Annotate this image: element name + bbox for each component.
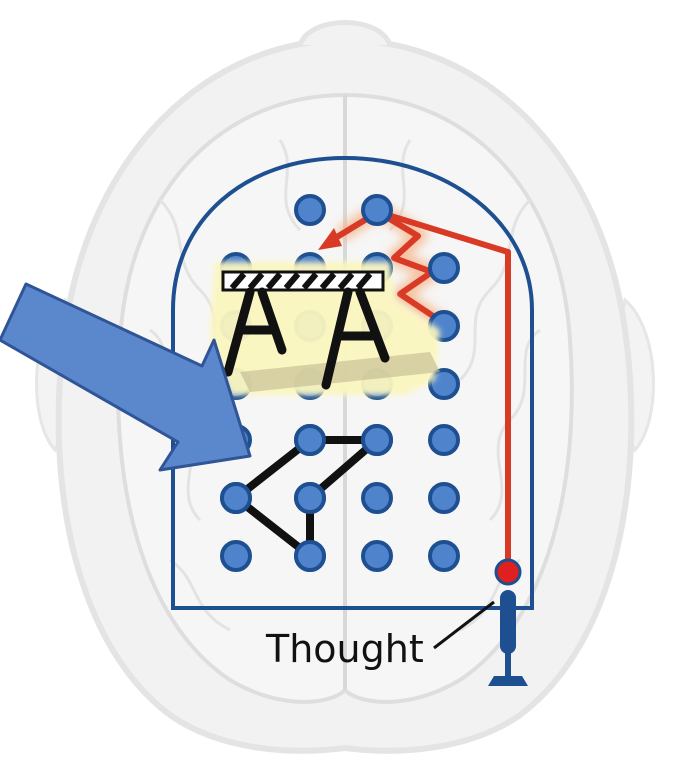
thought-label: Thought xyxy=(265,627,424,671)
peg-overlay xyxy=(220,424,393,572)
peg xyxy=(361,194,393,226)
peg xyxy=(428,368,460,400)
peg xyxy=(428,424,460,456)
peg xyxy=(428,482,460,514)
pinball-ball xyxy=(494,558,522,586)
pointer-arrow-icon xyxy=(0,282,252,472)
thought-path-arrowhead xyxy=(318,228,342,250)
pinball-plunger-icon xyxy=(488,590,528,686)
peg xyxy=(294,194,326,226)
peg xyxy=(428,540,460,572)
peg xyxy=(428,252,460,284)
peg xyxy=(220,540,252,572)
peg xyxy=(361,540,393,572)
peg xyxy=(361,482,393,514)
pinball-frame xyxy=(171,155,534,610)
sawhorse-barricade-icon xyxy=(210,262,440,395)
label-leader-line xyxy=(433,600,495,650)
